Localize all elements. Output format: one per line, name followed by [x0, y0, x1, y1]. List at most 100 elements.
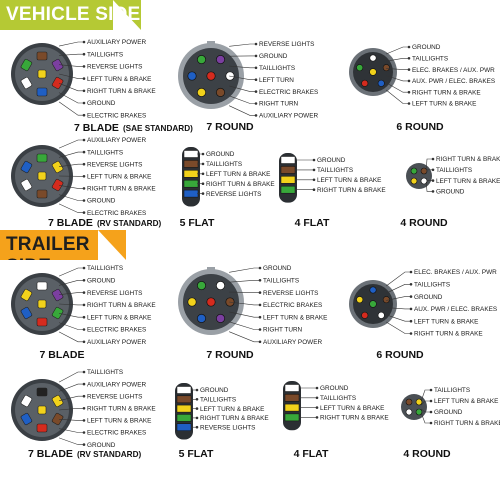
leader-line	[58, 331, 84, 343]
leader-line	[386, 57, 409, 62]
leader-line	[58, 437, 84, 445]
banner-notch	[113, 0, 141, 30]
pin-terminal	[410, 167, 418, 175]
blade-terminal	[51, 412, 64, 426]
leader-dot	[82, 328, 86, 331]
flat-terminal	[284, 413, 300, 422]
leader-dot	[315, 396, 319, 400]
vehicle-side-banner: VEHICLE SIDE	[0, 0, 141, 30]
leader-dot	[407, 79, 411, 83]
pin-label: ELECTRIC BRAKES	[87, 112, 146, 119]
blade-terminal	[51, 76, 64, 90]
leader-line	[229, 105, 256, 116]
leader-dot	[409, 270, 413, 274]
leader-line	[425, 158, 433, 171]
leader-dot	[82, 382, 86, 386]
pin-label: LEFT TURN & BRAKE	[317, 177, 381, 184]
leader-line	[229, 291, 260, 293]
connector-subtitle: (RV STANDARD)	[97, 219, 162, 228]
flat-terminal	[183, 150, 199, 158]
leader-dot	[312, 188, 316, 191]
blade-terminal	[20, 412, 33, 426]
trailer-side-title: TRAILER SIDE	[6, 234, 90, 260]
pin-terminal	[356, 296, 364, 304]
pin-label: LEFT TURN & BRAKE	[87, 76, 151, 83]
pin-label: TAILLIGHTS	[320, 395, 356, 402]
leader-dot	[254, 54, 258, 58]
leader-dot	[82, 291, 86, 294]
connector-title: 6 ROUND	[396, 121, 444, 133]
leader-line	[229, 267, 260, 273]
leader-dot	[82, 370, 86, 374]
leader-dot	[431, 190, 435, 193]
pin-label: LEFT TURN & BRAKE	[412, 101, 476, 108]
leader-line	[420, 400, 431, 406]
center-terminal	[37, 171, 47, 181]
leader-dot	[201, 152, 205, 156]
leader-dot	[82, 266, 86, 270]
connector-title: 6 ROUND	[376, 349, 424, 361]
pin-label: ELECTRIC BRAKES	[87, 210, 146, 217]
leader-dot	[201, 182, 205, 185]
pin-label: REVERSE LIGHTS	[87, 64, 142, 71]
leader-dot	[82, 431, 86, 434]
leader-line	[420, 389, 431, 402]
pin-label: RIGHT TURN & BRAKE	[206, 181, 275, 188]
pin-label: LEFT TURN & BRAKE	[414, 318, 478, 325]
leader-dot	[82, 407, 86, 410]
pin-label: AUXILIARY POWER	[87, 381, 146, 388]
leader-dot	[82, 419, 86, 422]
leader-dot	[407, 102, 411, 105]
blade-terminal	[36, 317, 48, 327]
pin-label: LEFT TURN & BRAKE	[87, 314, 151, 321]
leader-dot	[254, 90, 258, 93]
leader-line	[229, 301, 260, 306]
blade-terminal	[36, 281, 48, 291]
pin-label: TAILLIGHTS	[206, 161, 242, 168]
leader-dot	[254, 114, 258, 117]
flat-terminal	[176, 404, 192, 413]
pin-label: RIGHT TURN & BRAKE	[436, 156, 500, 163]
pin-label: AUX. PWR / ELEC. BRAKES	[414, 306, 497, 313]
flat-terminal	[183, 189, 199, 198]
leader-dot	[82, 315, 86, 319]
leader-line	[229, 43, 256, 47]
flat-terminal	[176, 414, 192, 422]
leader-dot	[254, 102, 258, 105]
leader-dot	[315, 416, 319, 419]
leader-line	[58, 194, 84, 201]
leader-dot	[82, 77, 86, 80]
trailer-side-banner: TRAILER SIDE	[0, 230, 126, 260]
blade-terminal	[36, 189, 48, 199]
flat-terminal	[280, 185, 296, 194]
pin-label: GROUND	[436, 189, 465, 196]
connector-housing	[406, 163, 432, 189]
leader-dot	[312, 158, 316, 162]
center-terminal	[37, 299, 47, 309]
connector-title: 7 ROUND	[206, 121, 254, 133]
leader-dot	[82, 443, 86, 446]
pin-label: GROUND	[320, 385, 349, 392]
leader-line	[386, 296, 411, 301]
leader-line	[229, 331, 260, 343]
pin-label: GROUND	[414, 294, 443, 301]
key-tab	[207, 41, 215, 48]
blade-terminal	[20, 160, 33, 174]
leader-dot	[195, 407, 199, 410]
pin-label: RIGHT TURN & BRAKE	[414, 331, 483, 338]
pin-label: AUX. PWR / ELEC. BRAKES	[412, 78, 495, 85]
leader-dot	[258, 291, 262, 294]
connector-title: 5 FLAT	[180, 217, 215, 229]
flat-terminal	[284, 384, 300, 392]
blade-terminal	[51, 58, 64, 72]
leader-dot	[429, 388, 433, 392]
leader-dot	[82, 52, 86, 56]
leader-line	[59, 292, 84, 295]
pin-label: AUXILIARY POWER	[259, 113, 318, 120]
pin-label: TAILLIGHTS	[412, 56, 448, 63]
key-tab	[207, 267, 215, 274]
pin-label: LEFT TURN & BRAKE	[200, 406, 264, 413]
leader-dot	[82, 101, 86, 105]
